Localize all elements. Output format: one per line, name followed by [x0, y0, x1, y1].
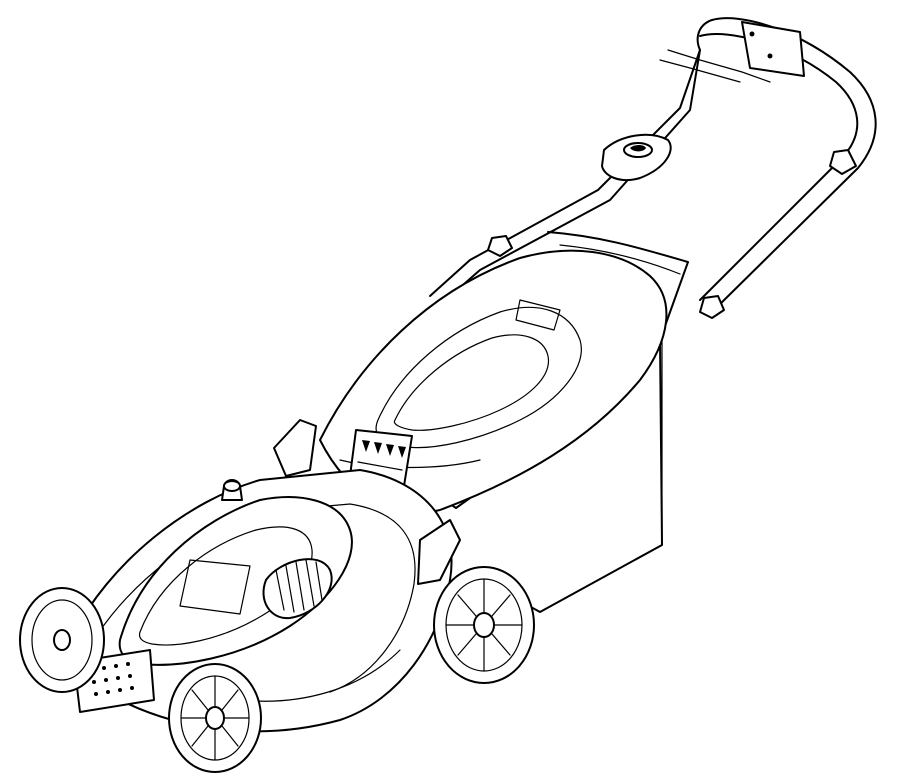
rear-left-wheel [19, 587, 105, 693]
front-wheel [168, 663, 262, 773]
rear-right-wheel [433, 566, 535, 684]
side-bracket [273, 419, 317, 477]
rear-height-bracket [417, 519, 461, 585]
cooling-grille [262, 558, 333, 620]
safety-key-knob [221, 479, 243, 501]
handle-grip-plate [741, 21, 805, 77]
handle-control-box [601, 133, 672, 182]
